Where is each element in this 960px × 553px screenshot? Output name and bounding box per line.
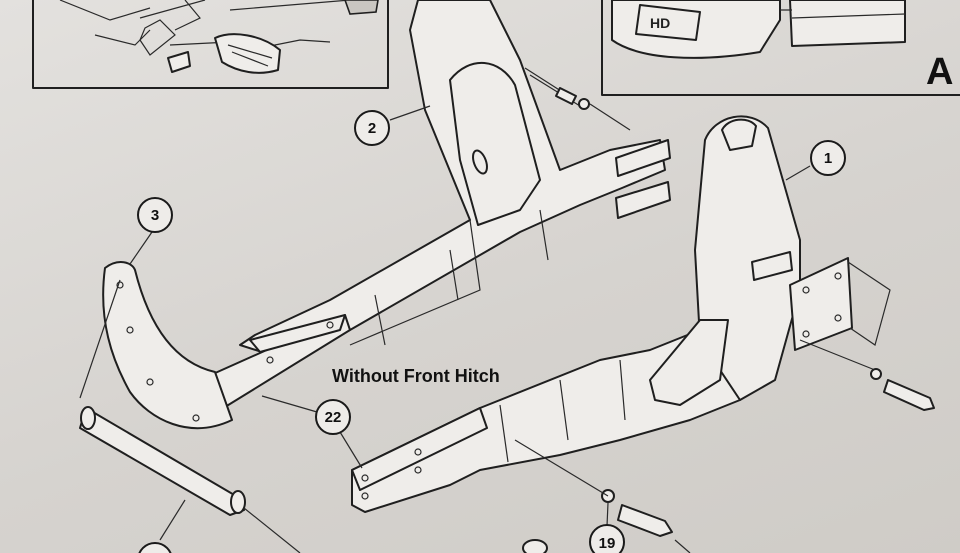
callout-bottom-left-partial [138,499,186,553]
callout-1-label: 1 [824,150,832,167]
callout-2: 2 [354,105,431,146]
inset-detail-right: HD A [601,0,960,96]
inset-logo-text: HD [650,15,670,31]
callout-19-label: 19 [599,535,616,552]
hardware-right [870,368,935,411]
hardware-bottom [514,439,691,553]
callout-3: 3 [79,197,173,399]
callout-22-label: 22 [325,409,342,426]
callout-1: 1 [785,140,846,181]
callout-19: 19 [589,502,625,553]
frame-rail-left [203,0,671,416]
hardware-top [524,67,631,131]
view-letter: A [926,51,953,93]
callout-2-label: 2 [368,120,376,137]
frame-rail-right [351,115,891,513]
inset-detail-left [32,0,389,89]
bracket-part [102,261,233,429]
rod-part [79,406,301,553]
caption-without-front-hitch: Without Front Hitch [332,366,500,386]
callout-3-label: 3 [151,207,159,224]
callout-22: 22 [261,395,363,469]
